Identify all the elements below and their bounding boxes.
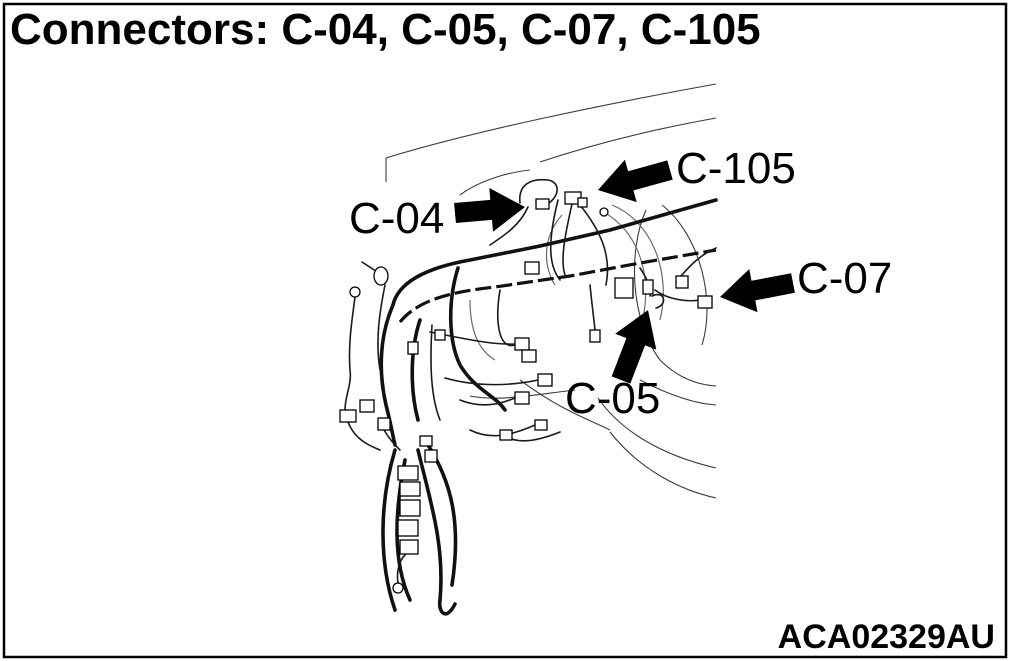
- connector-block: [359, 399, 375, 413]
- c-105-wire: [579, 204, 609, 286]
- connector-block: [514, 391, 530, 405]
- c-04-wire-loop: [519, 178, 558, 204]
- connector-block: [614, 277, 634, 299]
- dash-lower-line: [609, 431, 717, 499]
- ground-terminal: [392, 582, 404, 594]
- figure-reference-code: ACA02329AU: [778, 618, 995, 656]
- connector-block: [589, 329, 601, 343]
- c-04-connector: [535, 198, 550, 210]
- c-05-connector: [642, 279, 654, 295]
- connector-block: [524, 261, 540, 275]
- harness-branch: [410, 318, 422, 422]
- wire: [497, 289, 516, 347]
- c-04-label: C-04: [349, 194, 444, 243]
- wire: [444, 377, 539, 386]
- connector-blocks: [339, 191, 713, 594]
- dash-lower-line: [639, 379, 717, 406]
- connector-block: [521, 349, 537, 363]
- grommet: [373, 266, 389, 286]
- harness-bundle: [381, 448, 397, 612]
- wire: [489, 206, 529, 246]
- harness-loop: [469, 299, 496, 361]
- wire: [377, 284, 386, 371]
- connector-block: [537, 373, 553, 387]
- c-07-label: C-07: [797, 254, 892, 303]
- harness-loop: [599, 209, 647, 331]
- c-05-arrow: [611, 310, 657, 384]
- wire: [549, 199, 561, 281]
- wire: [459, 397, 516, 406]
- c-105-wire: [562, 203, 573, 276]
- dash-lower-line: [597, 397, 717, 469]
- connector-block: [514, 337, 530, 351]
- connector-block: [577, 197, 588, 208]
- connector-block: [377, 417, 391, 431]
- c-07-wire: [654, 289, 701, 302]
- c-07-connector: [697, 295, 713, 309]
- wire: [430, 324, 441, 421]
- ground-terminal: [349, 286, 361, 298]
- c-05-wire-loop: [651, 293, 665, 309]
- diagram-title: Connectors: C-04, C-05, C-07, C-105: [10, 5, 761, 54]
- connector-block: [407, 341, 419, 355]
- connector-block: [675, 275, 689, 289]
- column-outline: [661, 204, 708, 346]
- c-105-arrow: [598, 159, 673, 203]
- connector-block: [399, 499, 421, 517]
- windshield-line: [385, 83, 717, 159]
- harness-branch: [379, 303, 397, 447]
- connector-block: [534, 419, 548, 431]
- column-outline: [634, 209, 717, 387]
- c-105-label: C-105: [676, 144, 796, 193]
- harness-bundle: [416, 448, 443, 602]
- c-07-arrow: [720, 269, 795, 313]
- connector-block: [434, 329, 446, 341]
- wire: [383, 429, 401, 451]
- main-harness-lower: [398, 248, 717, 324]
- connector-block: [399, 481, 421, 497]
- wire: [347, 421, 381, 451]
- harness-branch: [448, 266, 507, 412]
- dash-top-line: [539, 117, 717, 163]
- harness-bundle: [437, 598, 457, 616]
- wire: [396, 554, 406, 584]
- dash-center-line: [519, 379, 611, 431]
- connector-block: [339, 409, 357, 423]
- dash-inner-line: [459, 169, 531, 196]
- connector-block: [419, 435, 433, 447]
- clip: [599, 207, 609, 217]
- ground-wire: [344, 296, 356, 411]
- connector-block: [397, 519, 419, 537]
- main-harness-upper: [391, 198, 718, 307]
- connector-block: [499, 429, 513, 441]
- connector-block: [399, 539, 419, 555]
- connector-block: [397, 465, 419, 481]
- c-05-label: C-05: [565, 374, 660, 423]
- connector-block: [424, 449, 438, 463]
- wire: [589, 284, 596, 331]
- dashboard-outline: [385, 83, 717, 499]
- c-04-arrow: [454, 188, 525, 232]
